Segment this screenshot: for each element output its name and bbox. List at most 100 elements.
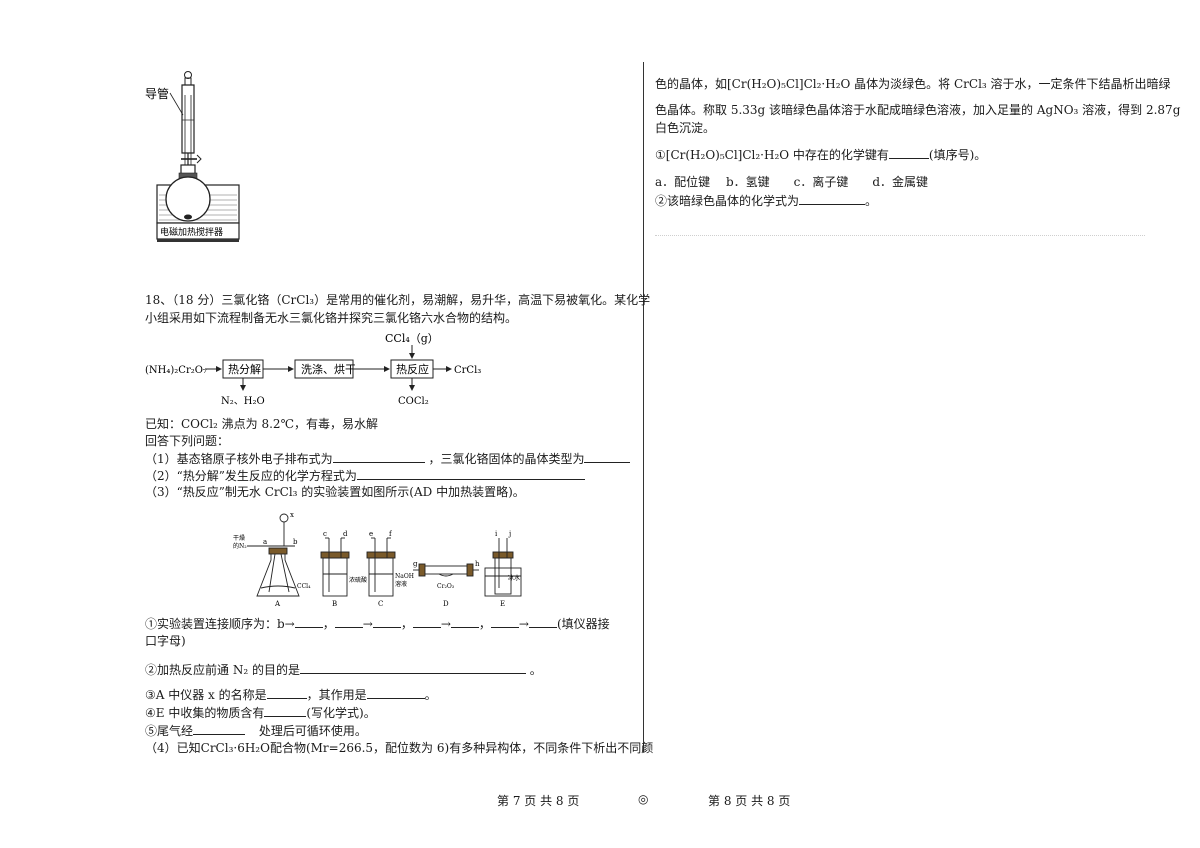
r-q2-text: ②该暗绿色晶体的化学式为 xyxy=(655,194,800,208)
label-e: e xyxy=(369,530,373,538)
footer-center-mark: ◎ xyxy=(638,792,649,806)
q3-3-text-b: ，其作用是 xyxy=(306,688,367,702)
footer-page-8: 第 8 页 共 8 页 xyxy=(708,794,791,808)
question-18-3: （3）“热反应”制无水 CrCl₃ 的实验装置如图所示(AD 中加热装置略)。 xyxy=(145,485,525,499)
label-d: d xyxy=(343,530,348,538)
right-column-separator xyxy=(655,235,1145,236)
q3-5-text-a: ⑤尾气经 xyxy=(145,724,194,738)
flow-below-3: COCl₂ xyxy=(398,396,429,407)
q3-4-text-b: (写化学式)。 xyxy=(306,706,376,720)
q3-1-blank-6[interactable] xyxy=(490,615,519,628)
q3-5-blank[interactable] xyxy=(193,722,246,735)
label-naoh: NaOH xyxy=(395,573,414,580)
right-question-1: ①[Cr(H₂O)₅Cl]Cl₂·H₂O 中存在的化学键有 (填序号)。 xyxy=(655,146,986,163)
label-D: D xyxy=(443,600,449,608)
flow-box-heat-react: 热反应 xyxy=(396,362,429,376)
q3-4-text-a: ④E 中收集的物质含有 xyxy=(145,706,265,720)
right-options: a．配位键 b．氢键 c．离子键 d．金属键 xyxy=(655,175,929,189)
q3-1-text: ①实验装置连接顺序为：b→ xyxy=(145,617,295,631)
q3-2-blank[interactable] xyxy=(299,661,526,674)
right-line-1: 色的晶体，如[Cr(H₂O)₅Cl]Cl₂·H₂O 晶体为淡绿色。将 CrCl₃… xyxy=(655,77,1171,91)
label-b: b xyxy=(293,538,298,546)
label-ccl4: CCl₄ xyxy=(297,583,311,590)
q2-text: （2）“热分解”发生反应的化学方程式为 xyxy=(145,469,357,483)
apparatus-figure: x a b 干燥 的N₂ CCl₄ c d 浓硫酸 e f NaOH 溶液 g … xyxy=(233,511,522,608)
label-g: g xyxy=(413,560,418,568)
q3-3-text-c: 。 xyxy=(424,688,437,702)
label-dry: 干燥 xyxy=(233,534,245,542)
label-icewater: 冰水 xyxy=(508,574,520,582)
label-E: E xyxy=(500,600,505,608)
flow-box-wash-dry: 洗涤、烘干 xyxy=(301,362,356,376)
label-C: C xyxy=(378,600,383,608)
right-line-3: 白色沉淀。 xyxy=(655,121,716,135)
r-q1-tail: (填序号)。 xyxy=(928,148,987,162)
q3-4-blank[interactable] xyxy=(264,704,307,717)
question-18-3-1-line2: 口字母) xyxy=(145,634,186,648)
q1-text: （1）基态铬原子核外电子排布式为 xyxy=(145,452,333,466)
q3-2-tail: 。 xyxy=(529,663,542,677)
label-h2so4: 浓硫酸 xyxy=(349,576,367,584)
q1-text-b: ，三氯化铬固体的晶体类型为 xyxy=(428,452,585,466)
r-q2-blank[interactable] xyxy=(799,192,866,205)
stirring-apparatus-figure: 导管 电磁加热搅拌器 xyxy=(145,71,240,242)
question-18-3-2: ②加热反应前通 N₂ 的目的是 。 xyxy=(145,661,542,678)
r-q1-text: ①[Cr(H₂O)₅Cl]Cl₂·H₂O 中存在的化学键有 xyxy=(655,148,889,162)
q3-1-blank-7[interactable] xyxy=(528,615,557,628)
left-column: 导管 电磁加热搅拌器 18、（18 分）三氯化铬（CrCl₃）是常用的催化剂，易… xyxy=(145,60,653,760)
question-18-3-5: ⑤尾气经 处理后可循环使用。 xyxy=(145,722,367,739)
label-n2: 的N₂ xyxy=(233,542,247,550)
q3-3-blank-1[interactable] xyxy=(266,686,307,699)
question-18-1: （1）基态铬原子核外电子排布式为 ，三氯化铬固体的晶体类型为 xyxy=(145,450,631,467)
label-B: B xyxy=(332,600,337,608)
q3-1-blank-3[interactable] xyxy=(372,615,401,628)
label-h: h xyxy=(475,560,480,568)
q3-1-blank-1[interactable] xyxy=(294,615,323,628)
r-q2-tail: 。 xyxy=(865,194,878,208)
label-j: j xyxy=(508,530,511,538)
footer-page-7: 第 7 页 共 8 页 xyxy=(497,794,580,808)
label-x: x xyxy=(290,511,294,519)
flow-box-decompose: 热分解 xyxy=(228,362,261,376)
column-divider xyxy=(643,62,644,752)
q3-3-blank-2[interactable] xyxy=(366,686,425,699)
right-column: 色的晶体，如[Cr(H₂O)₅Cl]Cl₂·H₂O 晶体为淡绿色。将 CrCl₃… xyxy=(655,60,1180,260)
r-q1-blank[interactable] xyxy=(888,146,929,159)
right-line-2: 色晶体。称取 5.33g 该暗绿色晶体溶于水配成暗绿色溶液，加入足量的 AgNO… xyxy=(655,103,1181,117)
question-18-intro-2: 小组采用如下流程制备无水三氯化铬并探究三氯化铬六水合物的结构。 xyxy=(145,311,518,325)
label-a: a xyxy=(263,538,267,546)
q1-answer-blank-1[interactable] xyxy=(332,450,425,463)
question-18-intro: 18、（18 分）三氯化铬（CrCl₃）是常用的催化剂，易潮解，易升华，高温下易… xyxy=(145,293,651,307)
label-i: i xyxy=(495,530,498,538)
q3-3-text-a: ③A 中仪器 x 的名称是 xyxy=(145,688,267,702)
question-18-2: （2）“热分解”发生反应的化学方程式为 xyxy=(145,467,585,484)
answer-prompt: 回答下列问题： xyxy=(145,434,230,448)
q3-1-blank-2[interactable] xyxy=(334,615,363,628)
flow-start: (NH₄)₂Cr₂O₇ xyxy=(145,365,207,376)
flow-top-input: CCl₄（g） xyxy=(385,332,439,345)
question-18-3-3: ③A 中仪器 x 的名称是 ，其作用是 。 xyxy=(145,686,437,703)
q3-2-text: ②加热反应前通 N₂ 的目的是 xyxy=(145,663,300,677)
label-f: f xyxy=(389,530,393,538)
question-18-3-4: ④E 中收集的物质含有 (写化学式)。 xyxy=(145,704,376,721)
right-question-2: ②该暗绿色晶体的化学式为 。 xyxy=(655,192,877,209)
label-c: c xyxy=(323,530,327,538)
flow-below-1: N₂、H₂O xyxy=(221,396,265,407)
q3-5-text-b: 处理后可循环使用。 xyxy=(258,724,367,738)
known-condition: 已知：COCl₂ 沸点为 8.2℃，有毒，易水解 xyxy=(145,417,378,431)
q3-1-blank-4[interactable] xyxy=(412,615,441,628)
question-18-3-1: ①实验装置连接顺序为：b→，→，→，→(填仪器接 xyxy=(145,615,610,631)
tube-label: 导管 xyxy=(145,86,169,101)
q1-answer-blank-2[interactable] xyxy=(584,450,631,463)
flow-end: CrCl₃ xyxy=(454,365,481,376)
stirrer-label: 电磁加热搅拌器 xyxy=(160,226,223,238)
q3-1-blank-5[interactable] xyxy=(450,615,479,628)
question-18-4: （4）已知CrCl₃·6H₂O配合物(Mr=266.5，配位数为 6)有多种异构… xyxy=(145,741,654,755)
q3-1-tail: (填仪器接 xyxy=(556,617,610,631)
label-naoh-solution: 溶液 xyxy=(395,580,407,588)
q2-answer-blank[interactable] xyxy=(356,467,585,480)
label-cr2o3: Cr₂O₃ xyxy=(437,583,455,590)
process-flow-chart: (NH₄)₂Cr₂O₇ 热分解 洗涤、烘干 热反应 CrCl₃ CCl₄（g） … xyxy=(145,332,481,407)
label-A: A xyxy=(274,600,281,608)
